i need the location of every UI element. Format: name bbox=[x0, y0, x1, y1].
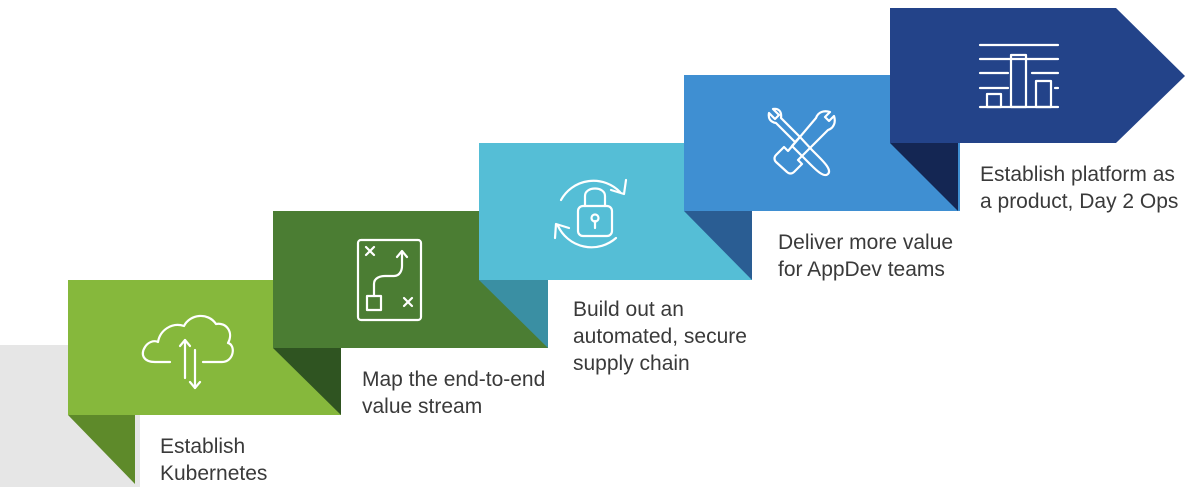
step-4-label: Deliver more value for AppDev teams bbox=[778, 231, 954, 281]
step-3-fold bbox=[479, 280, 548, 348]
step-5-arrow-block bbox=[890, 8, 1185, 143]
step-2-label: Map the end-to-end value stream bbox=[362, 368, 546, 418]
step-2-fold bbox=[273, 348, 341, 415]
lock-refresh-icon bbox=[553, 178, 628, 249]
wrench-screwdriver-icon bbox=[767, 107, 836, 177]
step-4-fold bbox=[684, 211, 752, 280]
bar-chart-icon bbox=[978, 43, 1060, 109]
step-3-label: Build out an automated, secure supply ch… bbox=[573, 298, 747, 375]
step-1-label: Establish Kubernetes bbox=[160, 435, 268, 485]
map-route-icon bbox=[356, 238, 423, 322]
cloud-sync-icon bbox=[141, 314, 234, 390]
step-5-label: Establish platform as a product, Day 2 O… bbox=[980, 163, 1179, 213]
step-1-fold bbox=[68, 415, 135, 484]
step-5-fold bbox=[890, 143, 958, 211]
